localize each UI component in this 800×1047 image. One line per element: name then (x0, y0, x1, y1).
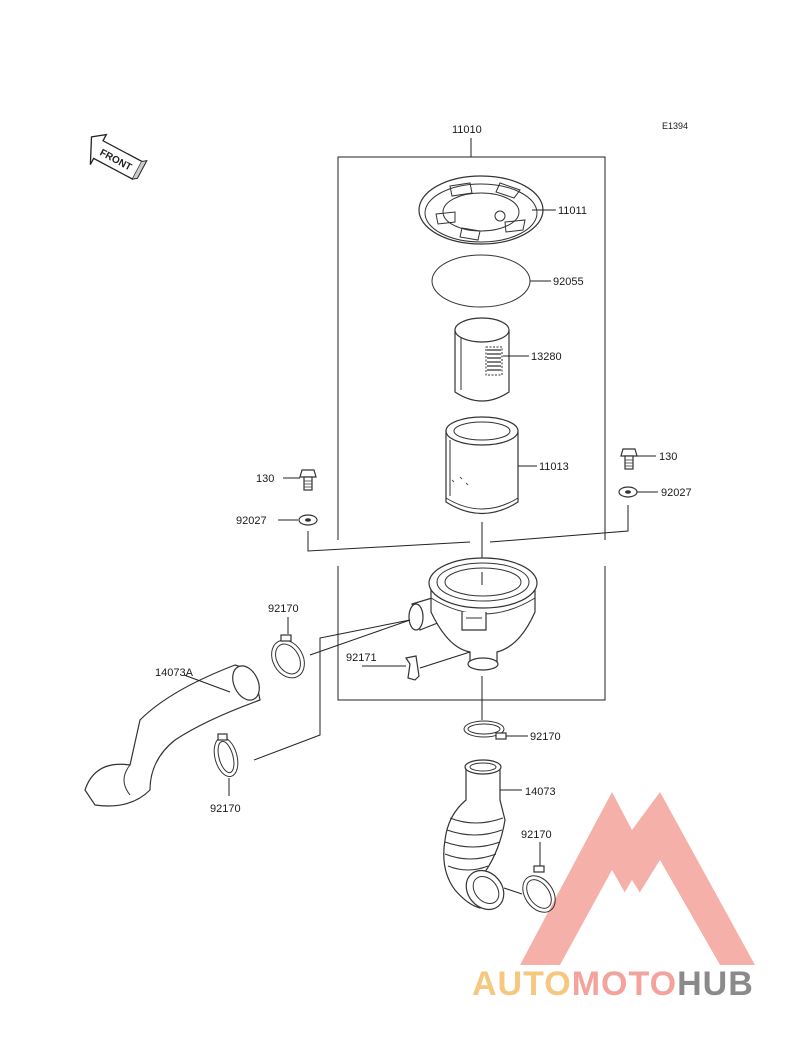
inner-filter-element (454, 317, 510, 402)
svg-text:AUTOMOTOHUB: AUTOMOTOHUB (472, 965, 754, 1003)
label-element-outer: 11013 (539, 461, 569, 473)
label-cap: 11011 (558, 205, 587, 217)
washer-left (298, 514, 318, 526)
label-clamp-center: 92170 (530, 731, 561, 743)
label-bolt-left: 130 (256, 473, 274, 485)
assembly-bracket (337, 138, 606, 701)
watermark-auto: AUTO (472, 965, 572, 1003)
bolt-right (620, 448, 638, 470)
front-arrow-icon: FRONT (89, 133, 148, 180)
washer-right (618, 486, 638, 498)
label-bolt-right: 130 (659, 451, 677, 463)
label-duct-bottom: 14073 (525, 786, 556, 798)
clamp-right (522, 865, 556, 913)
label-bracket: 92171 (346, 652, 377, 664)
clamp-left-lower (213, 733, 239, 778)
diagram-code: E1394 (662, 121, 688, 131)
bracket-clip (405, 655, 420, 681)
label-element-inner: 13280 (531, 351, 562, 363)
watermark-text: AUTOMOTOHUB (472, 965, 754, 1003)
label-oring: 92055 (553, 276, 584, 288)
o-ring (431, 254, 531, 308)
air-cleaner-housing (408, 557, 538, 671)
label-clamp-left-lower: 92170 (210, 803, 241, 815)
label-assembly: 11010 (452, 124, 482, 136)
label-duct-left: 14073A (155, 667, 194, 679)
air-cleaner-cap (418, 175, 544, 245)
label-washer-right: 92027 (661, 487, 692, 499)
clamp-left-upper (271, 634, 305, 679)
watermark-logo (520, 792, 755, 965)
intake-duct-left (84, 664, 261, 807)
watermark-moto: MOTO (572, 965, 677, 1003)
label-clamp-right: 92170 (521, 829, 552, 841)
intake-duct-bottom (443, 759, 506, 911)
label-washer-left: 92027 (236, 515, 267, 527)
clamp-center (463, 720, 507, 740)
label-clamp-left-upper: 92170 (268, 603, 299, 615)
outer-filter-element (445, 416, 519, 514)
bolt-left (299, 469, 317, 491)
watermark-hub: HUB (677, 965, 754, 1003)
